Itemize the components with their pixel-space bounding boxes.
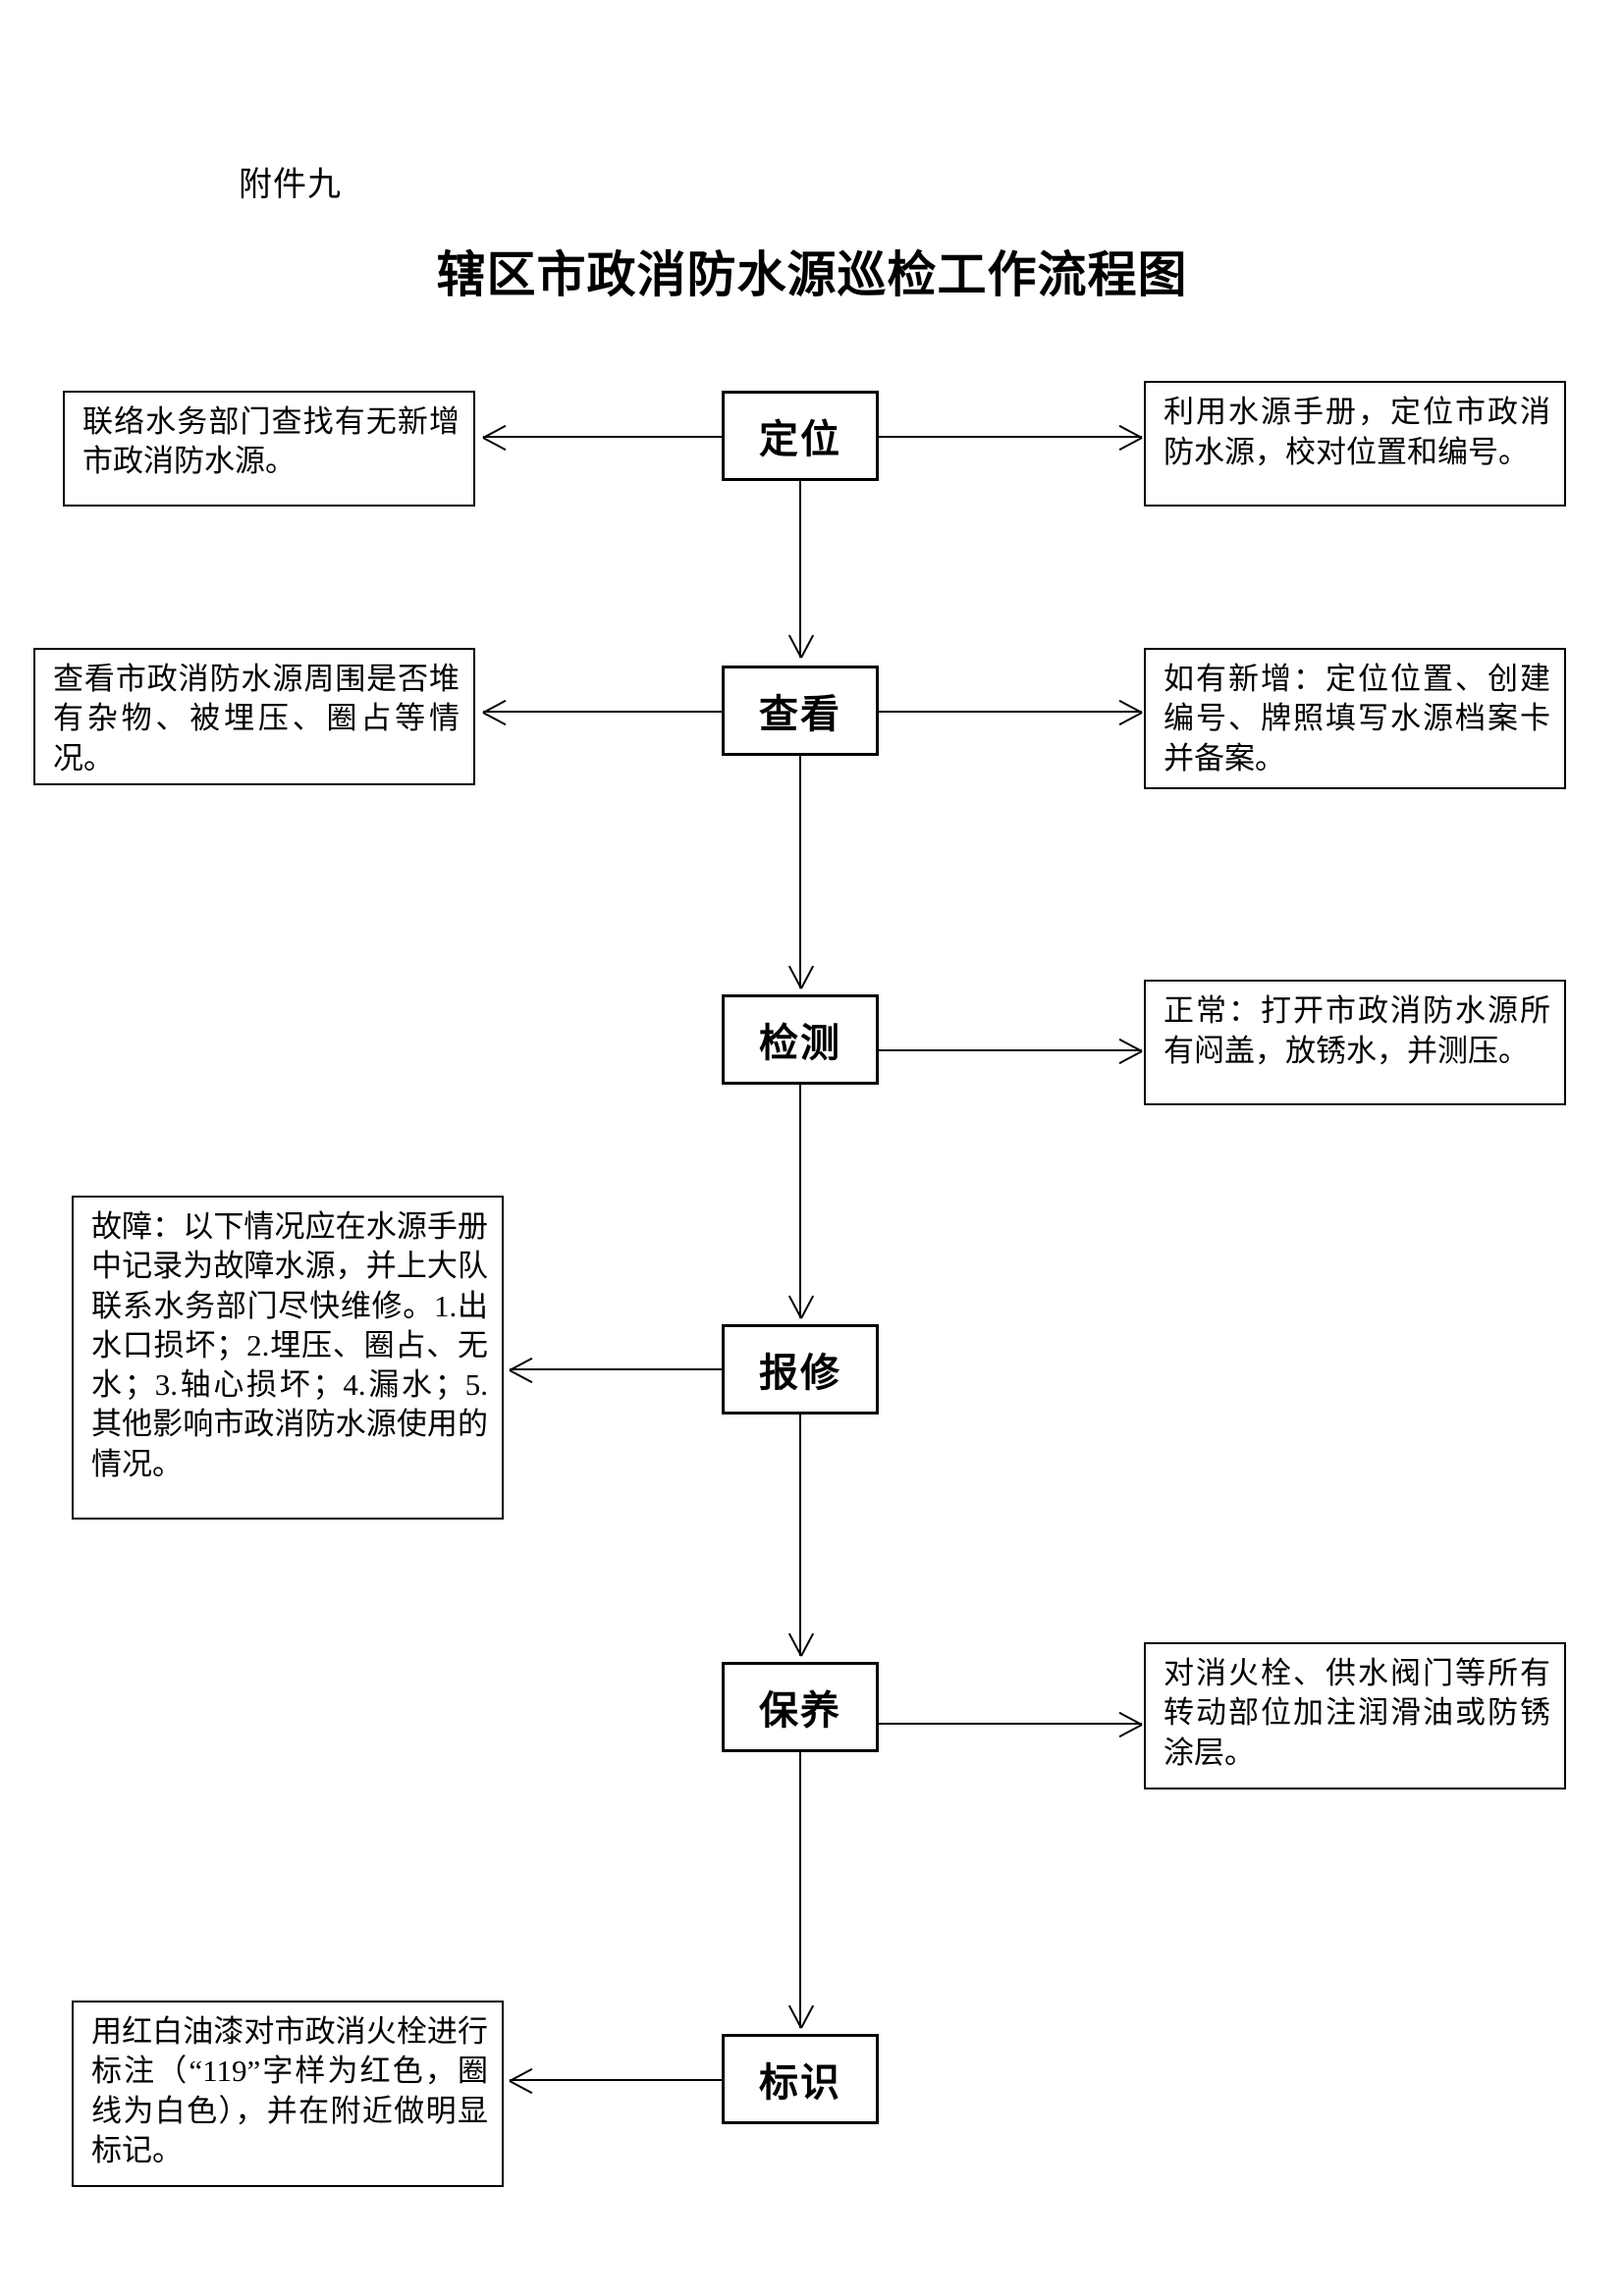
flow-node-inspect[interactable]: 查看 bbox=[722, 666, 879, 756]
connector-maintain-to-mark bbox=[799, 1752, 801, 2028]
connector-test-to-right bbox=[879, 1049, 1142, 1051]
side-note-inspect-right: 如有新增：定位位置、创建编号、牌照填写水源档案卡并备案。 bbox=[1144, 648, 1566, 789]
connector-repair-to-left bbox=[510, 1368, 722, 1370]
flow-node-mark[interactable]: 标识 bbox=[722, 2034, 879, 2124]
side-note-repair-left: 故障：以下情况应在水源手册中记录为故障水源，并上大队联系水务部门尽快维修。1.出… bbox=[72, 1196, 504, 1520]
connector-locate-to-left bbox=[483, 436, 722, 438]
connector-inspect-to-left bbox=[483, 711, 722, 713]
attachment-label: 附件九 bbox=[239, 166, 342, 203]
connector-mark-to-left bbox=[510, 2079, 722, 2081]
connector-maintain-to-right bbox=[879, 1723, 1142, 1725]
side-note-mark-left: 用红白油漆对市政消火栓进行标注（“119”字样为红色，圈线为白色），并在附近做明… bbox=[72, 2001, 504, 2187]
side-note-inspect-left: 查看市政消防水源周围是否堆有杂物、被埋压、圈占等情况。 bbox=[33, 648, 475, 785]
flow-node-locate[interactable]: 定位 bbox=[722, 391, 879, 481]
connector-locate-to-inspect bbox=[799, 481, 801, 658]
connector-locate-to-right bbox=[879, 436, 1142, 438]
side-note-locate-right: 利用水源手册，定位市政消防水源，校对位置和编号。 bbox=[1144, 381, 1566, 507]
flow-node-test[interactable]: 检测 bbox=[722, 994, 879, 1085]
side-note-test-right: 正常：打开市政消防水源所有闷盖，放锈水，并测压。 bbox=[1144, 980, 1566, 1105]
flow-node-repair[interactable]: 报修 bbox=[722, 1324, 879, 1415]
connector-inspect-to-test bbox=[799, 756, 801, 988]
connector-test-to-repair bbox=[799, 1085, 801, 1318]
side-note-maintain-right: 对消火栓、供水阀门等所有转动部位加注润滑油或防锈涂层。 bbox=[1144, 1642, 1566, 1789]
flow-node-maintain[interactable]: 保养 bbox=[722, 1662, 879, 1752]
connector-inspect-to-right bbox=[879, 711, 1142, 713]
connector-repair-to-maintain bbox=[799, 1415, 801, 1656]
side-note-locate-left: 联络水务部门查找有无新增市政消防水源。 bbox=[63, 391, 475, 507]
page-title: 辖区市政消防水源巡检工作流程图 bbox=[436, 247, 1188, 302]
